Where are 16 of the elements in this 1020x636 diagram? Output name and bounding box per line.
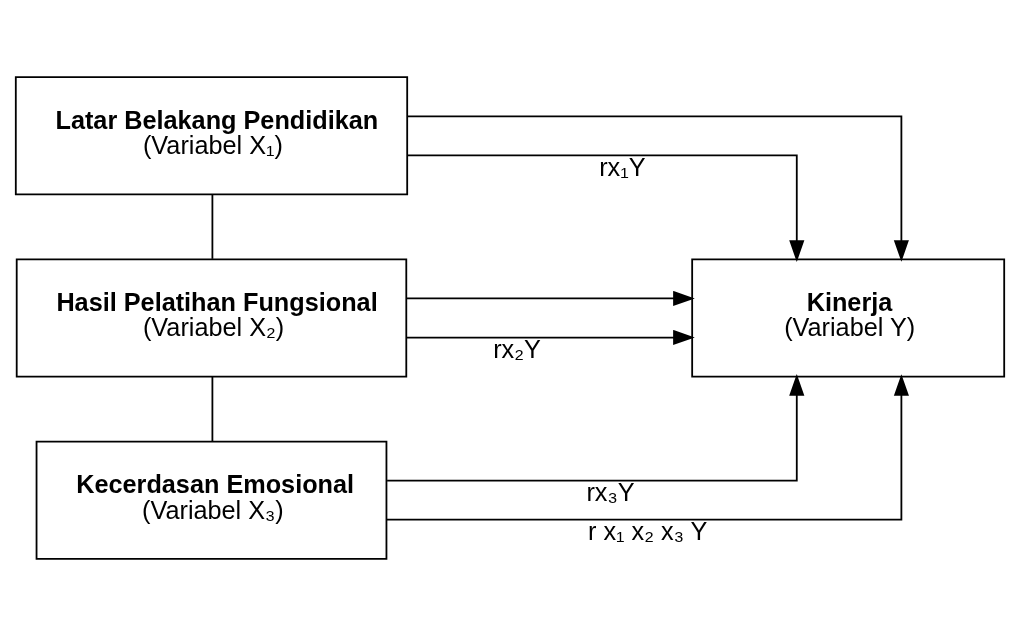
arrow	[406, 154, 805, 262]
node-box: Latar Belakang Pendidikan (Variabel X₁)	[14, 76, 409, 196]
arrow	[386, 374, 805, 482]
arrow	[405, 290, 695, 307]
edge-label: rx₁Y	[599, 152, 646, 181]
connector	[211, 193, 214, 260]
connector	[211, 375, 214, 442]
node-box: Hasil Pelatihan Fungsional (Variabel X₂)	[15, 258, 408, 378]
arrow	[406, 115, 909, 262]
arrow	[385, 374, 909, 521]
edge-label: rx₂Y	[493, 334, 541, 363]
node-box: Kinerja (Variabel Y)	[691, 258, 1006, 378]
arrow	[405, 329, 695, 346]
node-box: Kecerdasan Emosional (Variabel X₃)	[35, 440, 388, 560]
edge-label: r x₁ x₂ x₃ Y	[588, 516, 708, 545]
edge-label: rx₃Y	[586, 477, 635, 506]
